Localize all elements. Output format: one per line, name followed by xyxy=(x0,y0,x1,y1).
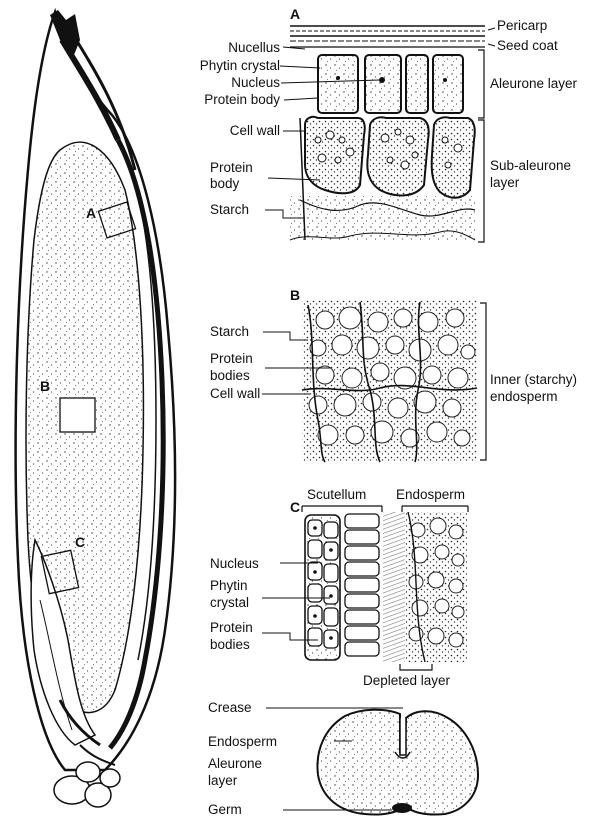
label-protein-bodies-b-line2: bodies xyxy=(210,368,250,383)
label-crease: Crease xyxy=(208,700,252,715)
label-starch-a: Starch xyxy=(210,202,249,217)
label-nucleus-c: Nucleus xyxy=(210,556,259,571)
panel-a-aleurone-section xyxy=(265,26,495,242)
label-nucellus: Nucellus xyxy=(228,40,280,55)
label-scutellum: Scutellum xyxy=(307,487,366,502)
label-protein-body-a2-line1: Protein xyxy=(210,160,253,175)
label-phytin-crystal-c-line2: crystal xyxy=(210,595,249,610)
label-endosperm-cs: Endosperm xyxy=(208,734,277,749)
label-protein-bodies-c-line1: Protein xyxy=(210,620,253,635)
label-protein-body-a2-line2: body xyxy=(210,176,239,191)
label-cell-wall-a: Cell wall xyxy=(230,123,280,138)
label-phytin-crystal-c-line1: Phytin xyxy=(210,578,248,593)
panel-a-letter: A xyxy=(290,6,300,22)
label-seed-coat: Seed coat xyxy=(497,38,558,53)
panel-c-letter: C xyxy=(290,499,300,515)
label-pericarp: Pericarp xyxy=(497,18,547,33)
grain-marker-a-label: A xyxy=(86,205,96,221)
label-depleted-layer: Depleted layer xyxy=(363,673,450,688)
grain-marker-b-label: B xyxy=(40,378,50,394)
label-cell-wall-b: Cell wall xyxy=(210,386,260,401)
panel-b-letter: B xyxy=(290,287,300,303)
label-aleurone-layer: Aleurone layer xyxy=(490,76,577,91)
label-sub-aleurone-line1: Sub-aleurone xyxy=(490,158,571,173)
label-inner-endosperm-line2: endosperm xyxy=(490,389,558,404)
panel-b-inner-endosperm xyxy=(262,300,486,462)
label-nucleus-a: Nucleus xyxy=(231,75,280,90)
label-phytin-crystal-a: Phytin crystal xyxy=(200,58,280,73)
whole-grain-longitudinal-section xyxy=(16,10,176,807)
label-sub-aleurone-line2: layer xyxy=(490,175,519,190)
label-endosperm-c: Endosperm xyxy=(396,487,465,502)
grain-cross-section xyxy=(266,708,478,815)
label-protein-body-a: Protein body xyxy=(204,92,280,107)
cross-section-outline xyxy=(317,710,478,815)
label-germ: Germ xyxy=(208,802,242,817)
label-starch-b: Starch xyxy=(210,324,249,339)
label-aleurone-cs-line2: layer xyxy=(208,773,237,788)
label-protein-bodies-b-line1: Protein xyxy=(210,351,253,366)
label-aleurone-cs-line1: Aleurone xyxy=(208,756,262,771)
label-inner-endosperm-line1: Inner (starchy) xyxy=(490,372,577,387)
grain-marker-c-label: C xyxy=(75,534,85,550)
panel-c-scutellum-endosperm xyxy=(262,506,468,670)
label-protein-bodies-c-line2: bodies xyxy=(210,637,250,652)
marker-box-b xyxy=(60,398,95,432)
